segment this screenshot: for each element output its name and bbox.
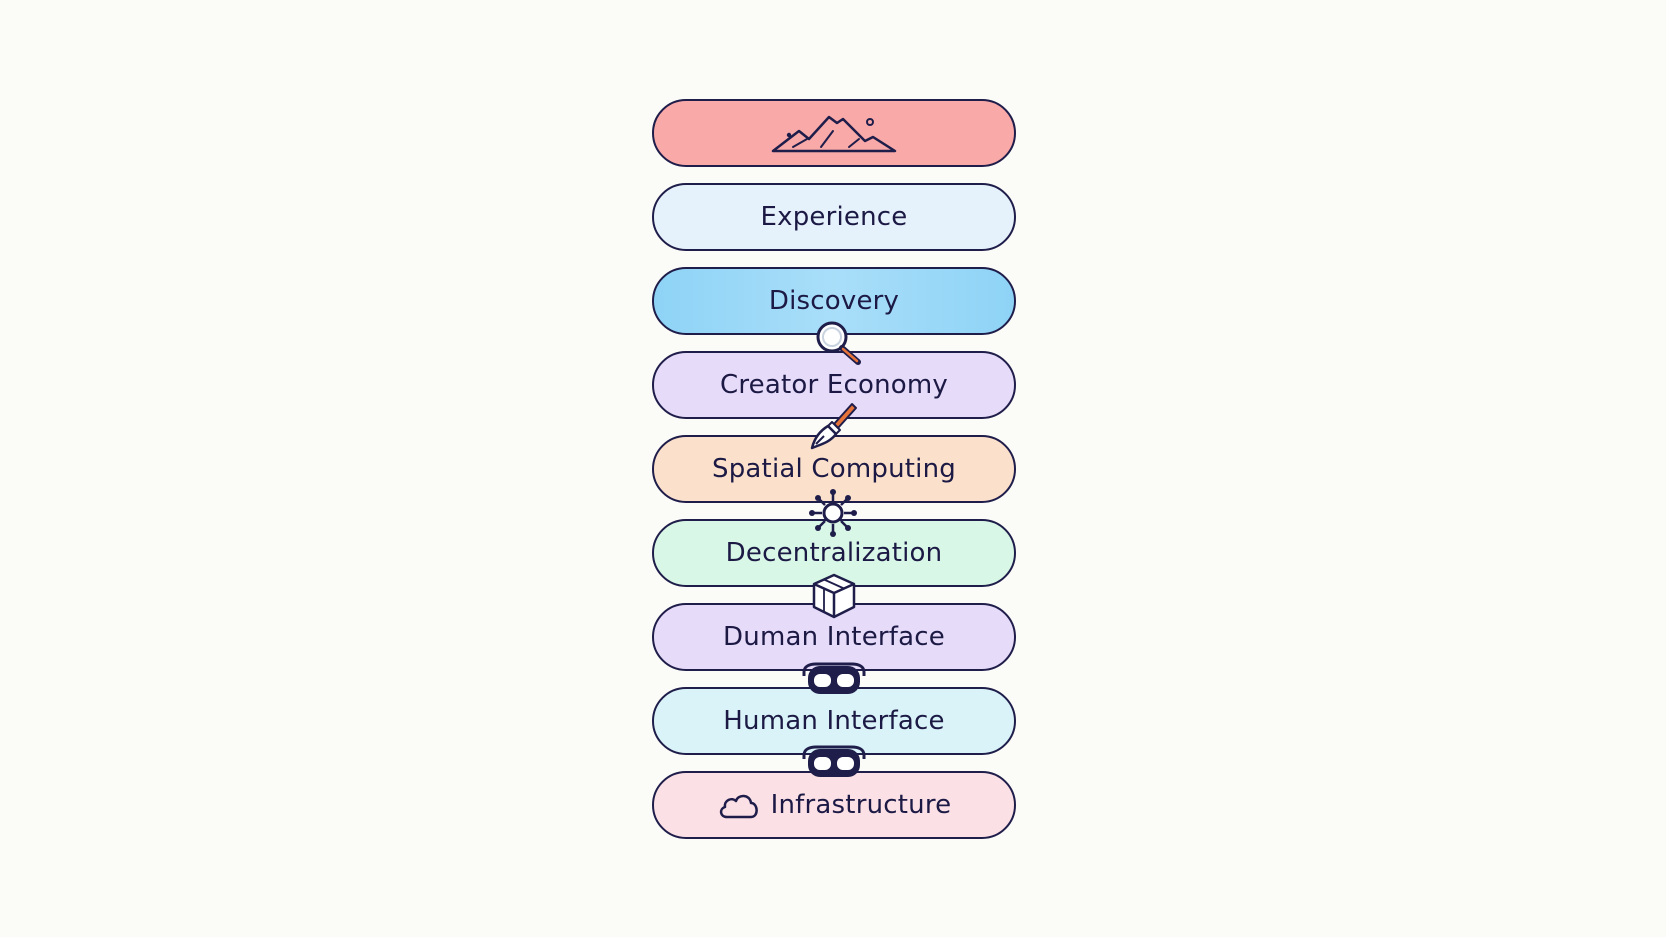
vr-headset-icon	[802, 745, 866, 777]
layer-label: Discovery	[768, 286, 900, 316]
magnifier-icon	[816, 321, 861, 365]
layer-label: Infrastructure	[770, 790, 952, 820]
layer-label: Decentralization	[725, 538, 943, 568]
layer-label: Spatial Computing	[712, 454, 956, 484]
brush-icon	[810, 403, 857, 450]
layer-experience: Experience	[652, 183, 1016, 251]
layer-label: Creator Economy	[720, 370, 948, 400]
network-gear-icon	[809, 489, 857, 537]
mountain-icon	[771, 111, 897, 155]
layer-infrastructure: Infrastructure	[652, 771, 1016, 839]
layer-human-interface: Human Interface	[652, 687, 1016, 755]
layer-mountain	[652, 99, 1016, 167]
layer-label: Duman Interface	[723, 622, 945, 652]
cube-icon	[812, 573, 856, 619]
vr-headset-icon	[802, 662, 866, 694]
layer-label: Experience	[760, 202, 908, 232]
layer-label: Human Interface	[723, 706, 945, 736]
layer-creator-economy: Creator Economy	[652, 351, 1016, 419]
cloud-icon	[717, 790, 761, 820]
